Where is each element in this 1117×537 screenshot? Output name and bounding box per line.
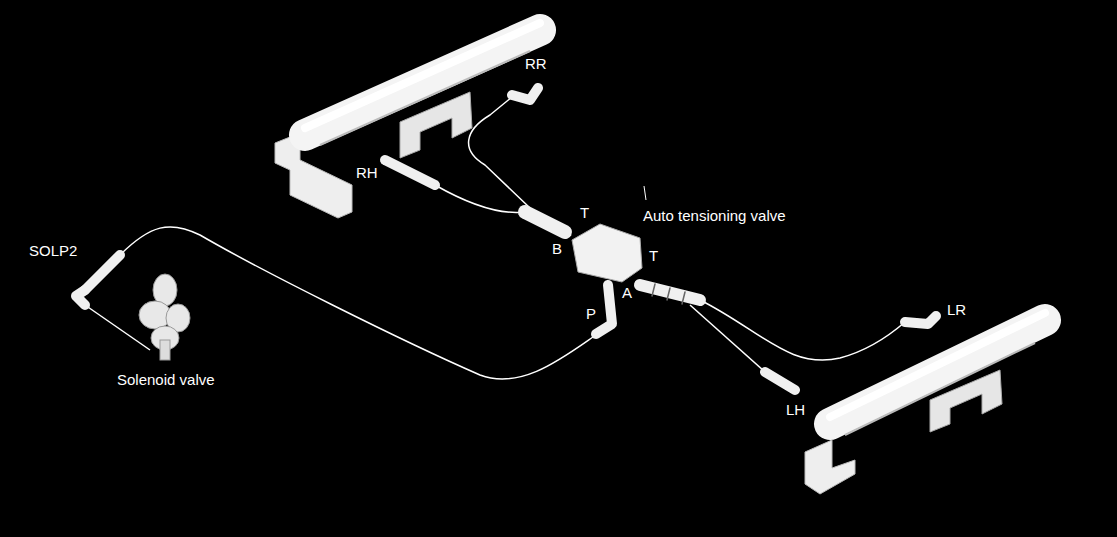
part-label: B [551,241,563,257]
part-label: T [579,205,590,221]
lower-track-adjuster [805,313,1045,494]
hoses [85,97,905,379]
solenoid-valve [139,274,190,360]
part-label: RR [524,56,548,72]
fittings [76,88,936,390]
part-label: RH [355,165,379,181]
part-label: LH [785,402,806,418]
part-label: P [585,306,597,322]
part-label: Auto tensioning valve [642,208,787,224]
part-label: T [648,248,659,264]
part-label: SOLP2 [28,243,78,259]
part-label: Solenoid valve [116,372,216,388]
auto-tensioning-valve [572,186,646,282]
part-label: LR [946,302,967,318]
part-label: A [621,285,633,301]
upper-track-adjuster [275,23,540,218]
